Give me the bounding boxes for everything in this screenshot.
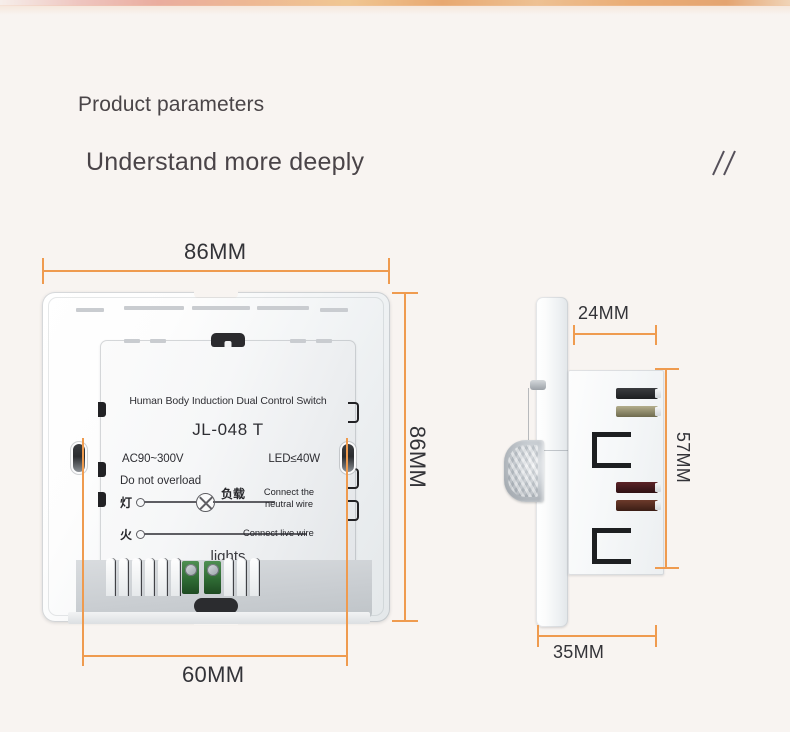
dimension-tick: [388, 258, 391, 284]
front-inner-plate: Human Body Induction Dual Control Switch…: [98, 333, 359, 584]
panel-edge-dash: [257, 306, 309, 310]
side-terminal-slot: [616, 500, 661, 511]
switch-bottom-strip: [68, 612, 370, 624]
double-slash-icon: [712, 150, 736, 176]
product-name-label: Human Body Induction Dual Control Switch: [129, 395, 327, 407]
side-terminal-slot: [616, 388, 661, 399]
plate-clip-right: [348, 402, 359, 423]
dimension-line-front-height: [404, 292, 407, 622]
dimension-line-total-depth: [537, 635, 657, 638]
plate-clip-left: [98, 402, 106, 417]
dimension-tick: [392, 620, 418, 623]
panel-top-notch: [194, 289, 238, 298]
live-char-label: 火: [120, 528, 133, 542]
dimension-label-total-depth: 35MM: [553, 642, 605, 662]
load-wire: [213, 501, 275, 503]
plate-tab-dash: [124, 339, 140, 343]
plate-clip-right: [348, 500, 359, 521]
terminal-fin: [119, 558, 128, 596]
panel-edge-dash: [320, 308, 348, 312]
switch-front-view: Human Body Induction Dual Control Switch…: [42, 289, 390, 625]
dimension-tick: [82, 438, 85, 666]
dimension-line-body-height: [665, 368, 668, 569]
load-char-label: 负载: [221, 487, 246, 501]
side-sensor-arm: [528, 388, 571, 451]
dimension-tick: [392, 292, 418, 295]
plate-clip-left: [98, 492, 106, 507]
dimension-line-front-width: [42, 270, 390, 273]
dimension-label-front-height: 86MM: [405, 425, 431, 489]
plate-clip-left: [98, 462, 106, 477]
voltage-label: AC90~300V: [122, 453, 184, 465]
model-number-label: JL-048 T: [192, 420, 264, 439]
dimension-label-front-width: 86MM: [184, 239, 247, 264]
side-terminal-slot: [616, 482, 661, 493]
overload-warning-label: Do not overload: [120, 475, 202, 487]
terminal-fin: [145, 558, 154, 596]
dimension-tick: [655, 625, 658, 647]
side-screw-post: [530, 380, 546, 390]
green-terminal-block: [204, 561, 221, 594]
side-body-housing: [568, 370, 664, 575]
dimension-tick: [573, 325, 576, 345]
plate-tab-dash: [290, 339, 306, 343]
neutral-wire-note: Connect the neutral wire: [263, 487, 315, 509]
plate-tab-dash: [316, 339, 332, 343]
lamp-char-label: 灯: [120, 496, 133, 510]
panel-edge-dash: [192, 306, 250, 310]
dimension-label-mount-width: 60MM: [182, 662, 245, 687]
dimension-tick: [655, 567, 679, 570]
side-terminal-slot: [616, 406, 661, 417]
led-rating-label: LED≤40W: [268, 453, 320, 465]
terminal-fin: [171, 558, 180, 596]
panel-edge-dash: [76, 308, 104, 312]
page-subtitle: Product parameters: [78, 93, 265, 116]
dimension-label-body-height: 57MM: [673, 431, 694, 484]
page-header: Product parameters Understand more deepl…: [0, 0, 790, 210]
terminal-fin: [158, 558, 167, 596]
plate-clip-right: [348, 468, 359, 489]
terminal-fin: [224, 558, 233, 596]
panel-edge-dash: [124, 306, 184, 310]
top-accent-strip: [0, 0, 790, 6]
terminal-fin: [132, 558, 141, 596]
top-accent-fade: [0, 5, 790, 15]
dimension-tick: [655, 325, 658, 345]
dimension-tick: [655, 368, 679, 371]
live-wire: [144, 533, 307, 535]
pir-sensor-dome-icon: [504, 440, 544, 502]
plate-tab-dash: [150, 339, 166, 343]
terminal-fin: [106, 558, 115, 596]
side-mount-bracket: [592, 528, 631, 564]
dimension-tick: [42, 258, 45, 284]
terminal-fin-block: [104, 556, 266, 596]
lamp-wire: [144, 501, 196, 503]
dimension-label-faceplate-depth: 24MM: [578, 303, 630, 323]
plate-center-tab: [211, 333, 245, 347]
dimension-tick: [537, 625, 540, 647]
terminal-fin: [250, 558, 259, 596]
dimension-line-mount-width: [82, 655, 348, 658]
terminal-fin: [237, 558, 246, 596]
live-wire-note: Connect live wire: [243, 528, 314, 538]
switch-side-view: [504, 292, 698, 632]
dimension-tick: [346, 438, 349, 666]
dimension-line-faceplate-depth: [573, 333, 657, 336]
side-mount-bracket: [592, 432, 631, 468]
green-terminal-block: [182, 561, 199, 594]
page-title: Understand more deeply: [86, 148, 365, 176]
base-oval-hole: [194, 598, 238, 614]
